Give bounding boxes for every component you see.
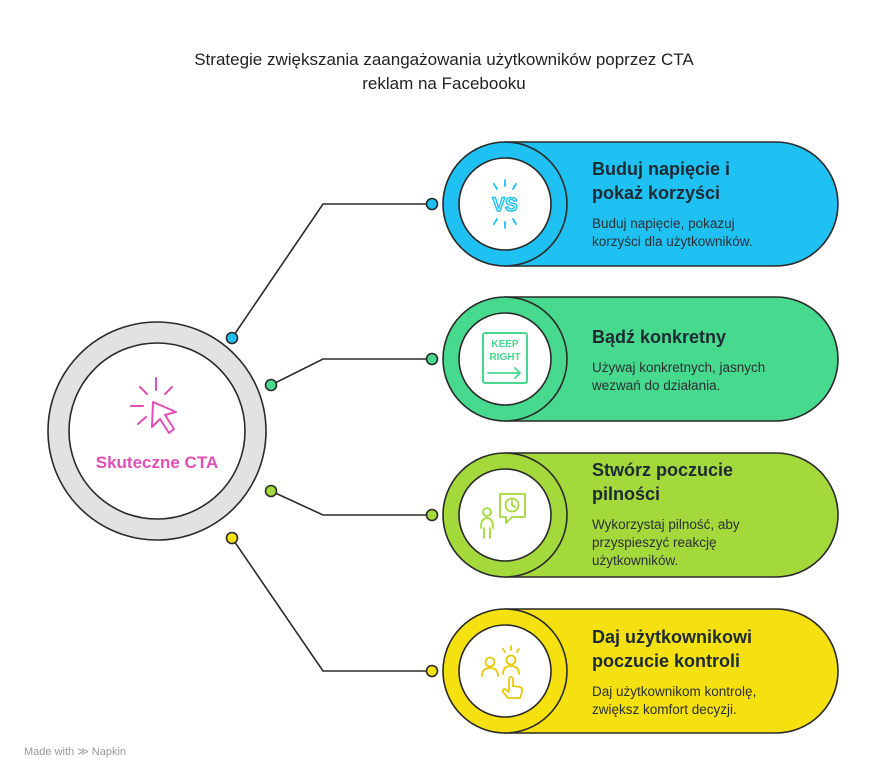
card-1-description: Buduj napięcie, pokazuj korzyści dla uży… [592,215,822,251]
card-2-heading: Bądź konkretny [592,325,822,349]
svg-text:VS: VS [492,195,517,216]
connector-dots [225,197,439,678]
card-1: VS [442,141,839,267]
card-4-heading-line-2: poczucie kontroli [592,651,741,671]
dot-card-1 [425,197,439,211]
card-1-heading: Buduj napięcie i pokaż korzyści [592,157,822,205]
napkin-logo-icon: ≫ [77,746,89,758]
connector-4 [231,537,432,672]
center-node [47,321,267,541]
card-3-desc-line-1: Wykorzystaj pilność, aby [592,517,740,532]
dot-center-3 [264,484,278,498]
card-2: KEEP RIGHT [442,296,839,422]
footer-brand: Napkin [91,746,127,758]
title-line-1: Strategie zwiększania zaangażowania użyt… [194,50,694,69]
card-4-description: Daj użytkownikom kontrolę, zwiększ komfo… [592,683,822,719]
dot-center-1 [225,331,239,345]
dot-card-4 [425,664,439,678]
card-3-heading-line-2: pilności [592,484,661,504]
svg-text:RIGHT: RIGHT [489,352,520,363]
card-2-heading-line-1: Bądź konkretny [592,327,727,347]
dot-center-4 [225,531,239,545]
card-4 [442,608,839,734]
card-3-heading: Stwórz poczucie pilności [592,458,822,506]
card-1-desc-line-2: korzyści dla użytkowników. [592,234,753,249]
card-3-desc-line-3: użytkowników. [592,553,679,568]
dot-card-2 [425,352,439,366]
dot-center-2 [264,378,278,392]
center-label: Skuteczne CTA [95,453,219,472]
card-1-heading-line-2: pokaż korzyści [592,183,721,203]
card-3-text: Stwórz poczucie pilności Wykorzystaj pil… [592,458,822,570]
person-clock-icon [480,493,526,539]
card-4-desc-line-2: zwiększ komfort decyzji. [592,702,737,717]
cursor-click-icon [130,377,177,434]
card-4-heading-line-1: Daj użytkownikowi [592,627,753,647]
dot-card-3 [425,508,439,522]
card-1-text: Buduj napięcie i pokaż korzyści Buduj na… [592,157,822,251]
card-4-desc-line-1: Daj użytkownikom kontrolę, [592,684,757,699]
card-2-description: Używaj konkretnych, jasnych wezwań do dz… [592,359,822,395]
connector-1 [231,203,432,339]
footer-made-with: Made with [24,746,75,758]
users-hand-icon [481,645,524,699]
card-3-heading-line-1: Stwórz poczucie [592,460,734,480]
card-1-heading-line-1: Buduj napięcie i [592,159,731,179]
connector-3 [270,490,432,516]
card-2-desc-line-2: wezwań do działania. [592,378,721,393]
vs-icon: VS [492,179,518,229]
diagram-title: Strategie zwiększania zaangażowania użyt… [0,48,888,96]
svg-text:KEEP: KEEP [491,339,519,350]
footer: Made with ≫ Napkin [24,745,126,758]
connectors [231,203,432,672]
connector-2 [270,358,432,386]
card-3-description: Wykorzystaj pilność, aby przyspieszyć re… [592,516,822,570]
card-3 [442,452,839,578]
keep-right-sign-icon: KEEP RIGHT [482,332,528,384]
card-2-text: Bądź konkretny Używaj konkretnych, jasny… [592,325,822,395]
title-line-2: reklam na Facebooku [362,74,526,93]
card-3-desc-line-2: przyspieszyć reakcję [592,535,717,550]
card-2-desc-line-1: Używaj konkretnych, jasnych [592,360,766,375]
card-4-text: Daj użytkownikowi poczucie kontroli Daj … [592,625,822,719]
card-1-desc-line-1: Buduj napięcie, pokazuj [592,216,735,231]
card-4-heading: Daj użytkownikowi poczucie kontroli [592,625,822,673]
